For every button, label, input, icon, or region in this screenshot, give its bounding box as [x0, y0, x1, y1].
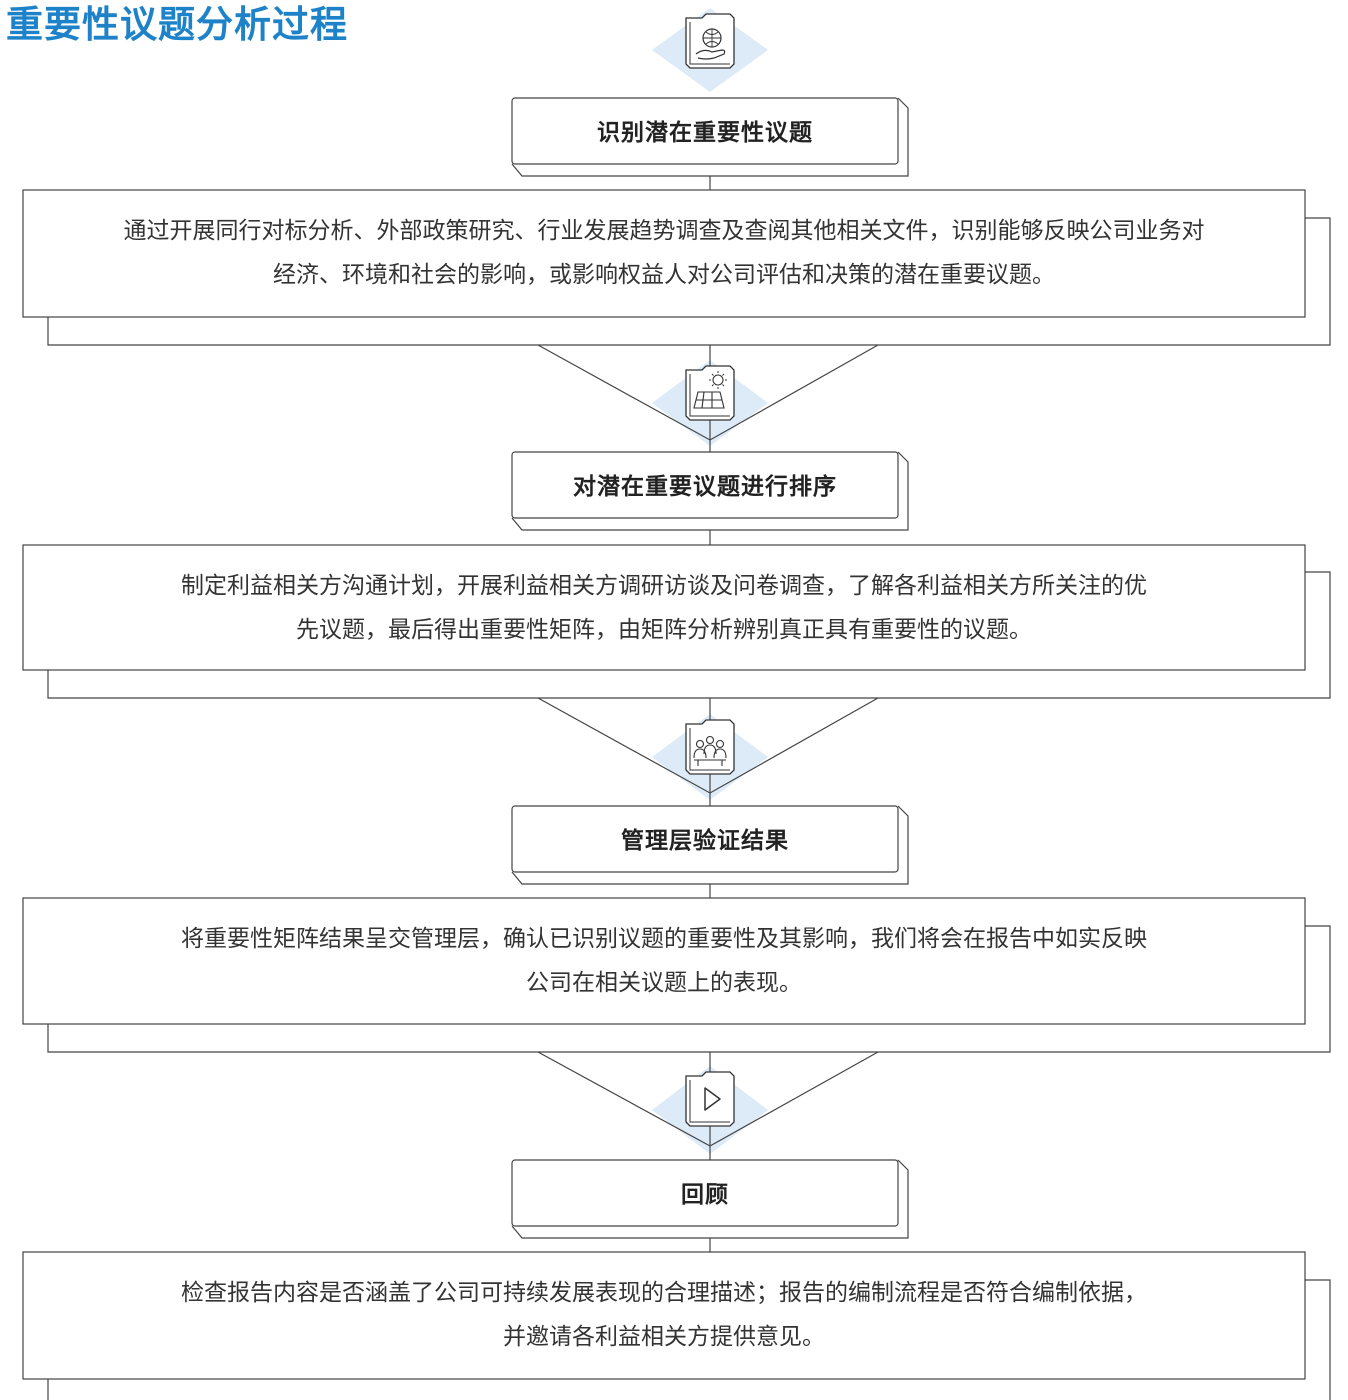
meeting-icon [685, 719, 735, 775]
step-2-title: 对潜在重要议题进行排序 [573, 474, 837, 500]
step-1-description-box: 通过开展同行对标分析、外部政策研究、行业发展趋势调查及查阅其他相关文件，识别能够… [23, 190, 1305, 316]
solar-panel-icon [685, 365, 735, 421]
step-3-description: 将重要性矩阵结果呈交管理层，确认已识别议题的重要性及其影响，我们将会在报告中如实… [181, 926, 1147, 996]
page-title: 重要性议题分析过程 [6, 3, 348, 46]
step-3-title: 管理层验证结果 [621, 828, 789, 854]
globe-hand-icon [685, 13, 735, 69]
step-4-title: 回顾 [681, 1182, 729, 1208]
step-1-title: 识别潜在重要性议题 [597, 120, 813, 146]
step-1-description: 通过开展同行对标分析、外部政策研究、行业发展趋势调查及查阅其他相关文件，识别能够… [123, 218, 1205, 288]
step-4-description-box: 检查报告内容是否涵盖了公司可持续发展表现的合理描述；报告的编制流程是否符合编制依… [23, 1252, 1305, 1378]
step-4-description: 检查报告内容是否涵盖了公司可持续发展表现的合理描述；报告的编制流程是否符合编制依… [181, 1280, 1147, 1350]
step-2-description-box: 制定利益相关方沟通计划，开展利益相关方调研访谈及问卷调查，了解各利益相关方所关注… [23, 545, 1305, 671]
step-3-description-box: 将重要性矩阵结果呈交管理层，确认已识别议题的重要性及其影响，我们将会在报告中如实… [23, 898, 1305, 1024]
step-2-description: 制定利益相关方沟通计划，开展利益相关方调研访谈及问卷调查，了解各利益相关方所关注… [181, 573, 1147, 643]
play-icon [685, 1071, 735, 1127]
